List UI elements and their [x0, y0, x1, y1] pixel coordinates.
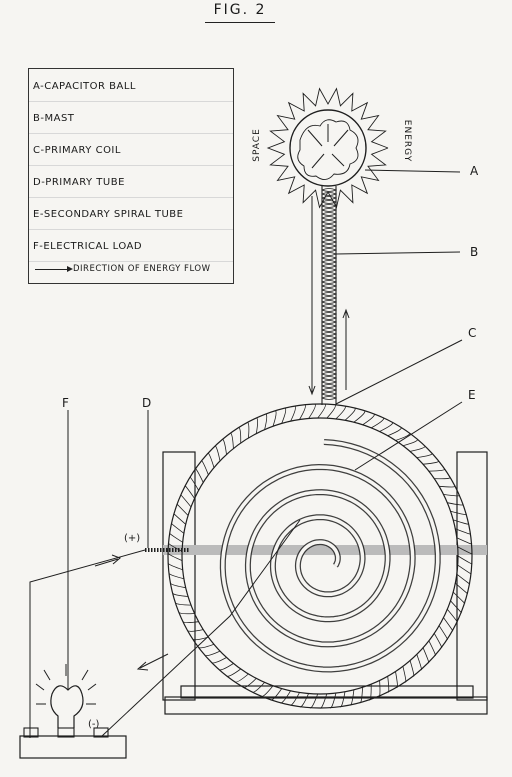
- capacitor-ball: [289, 109, 367, 187]
- inward-arrows: [307, 124, 349, 169]
- label-e: E: [468, 388, 476, 402]
- label-plus: (+): [124, 533, 141, 544]
- mast-coil: [321, 188, 338, 400]
- legend-item-energy-flow: Direction of energy flow: [73, 264, 211, 274]
- label-d: D: [142, 396, 152, 410]
- leader-lines: [67, 169, 463, 690]
- legend-item-mast: B-Mast: [29, 103, 233, 134]
- secondary-spiral-core: [221, 440, 440, 672]
- label-c: C: [468, 326, 477, 340]
- label-minus: (-): [88, 719, 100, 730]
- energy-starburst: [266, 87, 389, 209]
- capacitor-inner-pattern: [297, 119, 359, 180]
- legend-box: A-Capacitor ball B-Mast C-Primary coil D…: [28, 68, 234, 284]
- legend-item-capacitor-ball: A-Capacitor ball: [29, 71, 233, 102]
- terminal-left: [23, 727, 39, 738]
- mast-flow-arrows: [308, 196, 350, 396]
- label-f: F: [62, 396, 69, 410]
- legend-item-primary-tube: D-Primary tube: [29, 167, 233, 198]
- flow-arrow-icon: [35, 266, 73, 272]
- frame-stand: [162, 451, 488, 715]
- label-a: A: [470, 164, 479, 178]
- wiring: [29, 519, 301, 738]
- legend-item-secondary-spiral-tube: E-Secondary spiral tube: [29, 199, 233, 230]
- primary-coil-outer: [167, 403, 473, 709]
- terminal-center: [57, 727, 75, 738]
- legend-item-electrical-load: F-Electrical load: [29, 231, 233, 262]
- legend-item-primary-coil: C-Primary coil: [29, 135, 233, 166]
- label-space: SPACE: [251, 128, 262, 162]
- terminal-right: [93, 727, 109, 738]
- label-b: B: [470, 245, 479, 259]
- load-base: [19, 735, 127, 759]
- primary-coil-loops: [167, 403, 473, 709]
- figure-title: FIG. 2: [205, 2, 275, 23]
- bulb-rays: [35, 664, 97, 705]
- light-bulb: [50, 685, 84, 728]
- label-energy: ENERGY: [402, 119, 413, 163]
